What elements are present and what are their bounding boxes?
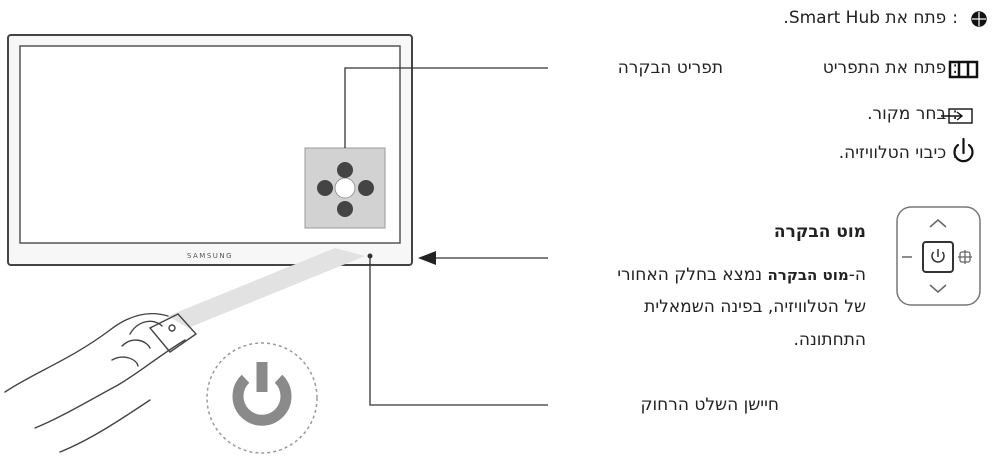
controller-down-icon [929,284,947,293]
legend-menu-text: פתח את התפריט [822,58,947,78]
controller-desc-line1: ה-מוט הבקרה נמצא בחלק האחורי [617,265,866,285]
control-menu-left-button [317,180,333,196]
controller-up-icon [929,219,947,228]
controller-illustration [896,206,981,306]
hand-with-remote [4,313,198,453]
sensor-magnifier [206,342,318,454]
sensor-circle [206,342,318,454]
controller-power-icon [931,251,945,263]
controller-arrow-head [418,251,436,265]
smart-hub-icon [971,11,987,27]
legend-separator: : [952,58,958,78]
power-icon [953,137,974,163]
menu-icon [948,60,979,79]
control-menu-bottom-button [337,201,353,217]
control-menu-center [334,177,356,199]
controller-desc-prefix: ה- [848,265,866,285]
source-icon [941,108,973,124]
controller-desc-bold: מוט הבקרה [767,266,849,284]
controller-title: מוט הבקרה [773,222,866,242]
control-menu-top-button [337,162,353,178]
power-symbol-arc [232,374,292,426]
control-menu-overlay [304,147,386,229]
control-menu-leader [344,67,548,148]
controller-desc-rest: נמצא בחלק האחורי [617,265,768,285]
remote-sensor-dot [367,253,373,259]
sensor-leader [369,258,548,406]
tv: SAMSUNG [7,34,413,266]
controller-desc-line2: של הטלוויזיה, בפינה השמאלית [644,297,866,317]
remote-sensor-label: חיישן השלט הרחוק [640,395,779,415]
legend-smart-hub-text: פתח את Smart Hub. [783,8,947,28]
controller-smart-hub-icon [958,250,972,264]
control-menu-right-button [358,180,374,196]
legend-power-text: כיבוי הטלוויזיה. [838,143,947,163]
legend-separator: : [952,143,958,163]
legend-source-text: בחר מקור. [867,104,947,124]
legend-separator: : [952,104,958,124]
controller-desc-line3: התחתונה. [793,330,866,350]
legend-separator: : [952,8,958,28]
control-menu-label: תפריט הבקרה [617,58,723,78]
remote-beam [168,248,365,328]
tv-brand: SAMSUNG [187,252,233,260]
